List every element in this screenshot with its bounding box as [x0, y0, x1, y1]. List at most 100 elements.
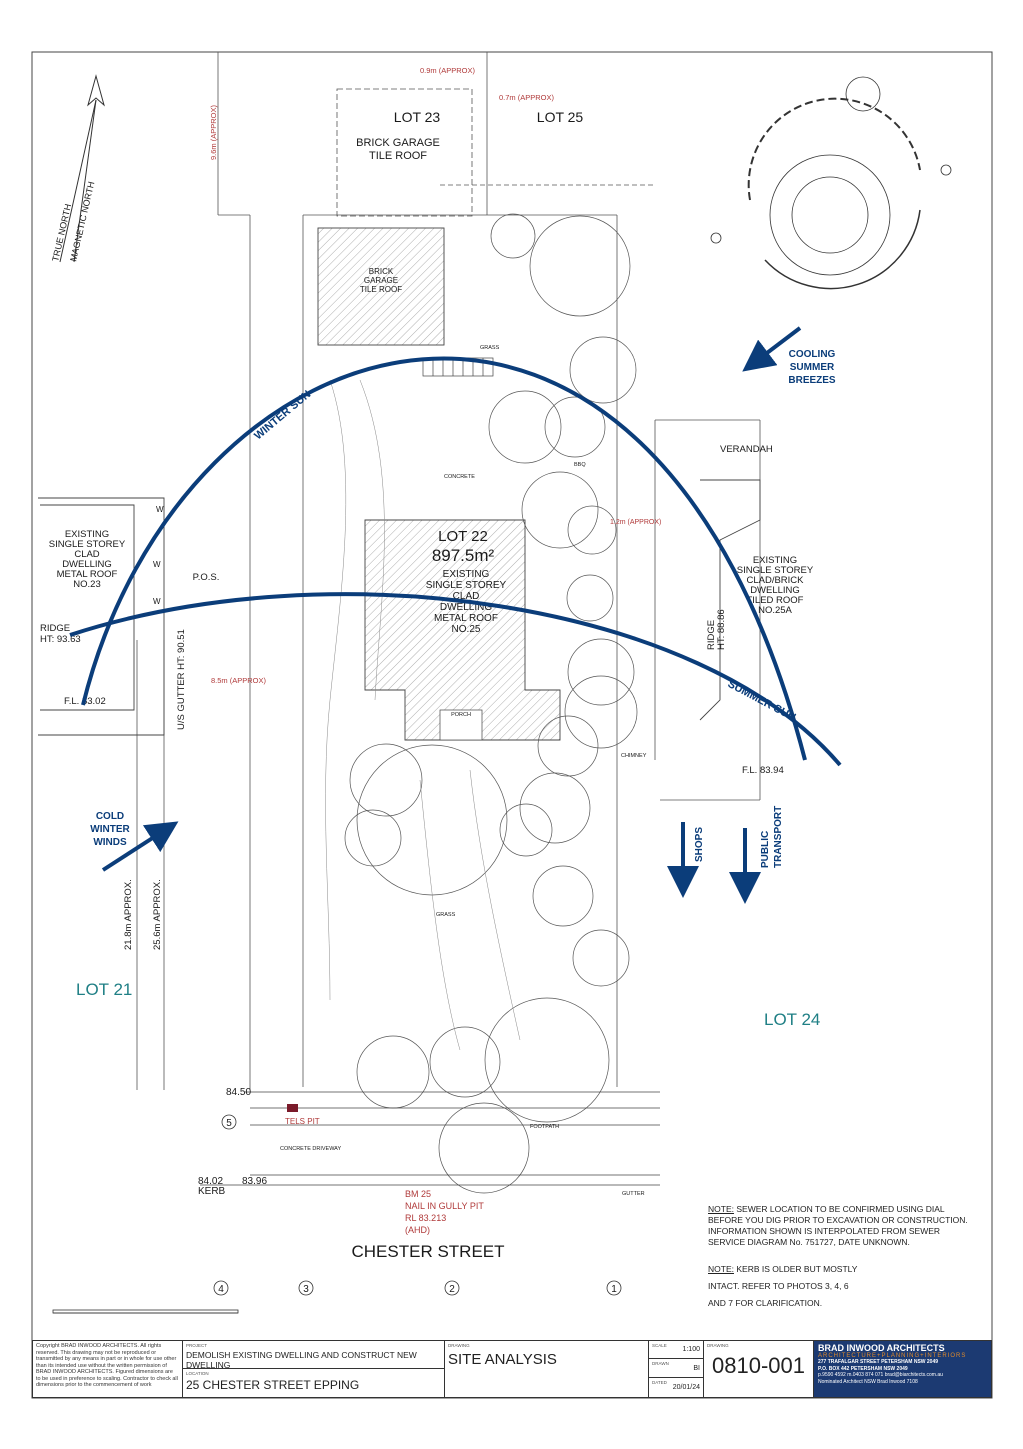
right-house-line6: NO.25A	[758, 605, 792, 616]
svg-text:W: W	[156, 505, 164, 514]
firm-address1: 277 TRAFALGAR STREET PETERSHAM NSW 2049	[818, 1359, 939, 1365]
lot23-label: LOT 23	[394, 109, 441, 125]
rl-8396: 83.96	[242, 1176, 267, 1187]
right-house-line5: TILED ROOF	[746, 595, 803, 606]
telstra-pit	[287, 1104, 298, 1112]
summer-sun-path	[69, 592, 842, 767]
lot23-garage-outline	[336, 88, 473, 217]
right-neighbour-house: VERANDAH EXISTING SINGLE STOREY CLAD/BRI…	[699, 444, 814, 776]
firm-block: BRAD INWOOD ARCHITECTS ARCHITECTURE+PLAN…	[814, 1341, 991, 1397]
left-house-line5: METAL ROOF	[57, 569, 118, 580]
bbq-label: BBQ	[574, 462, 586, 468]
right-ridge-ht: HT: 88.86	[716, 609, 727, 650]
grid-marker-4: 4	[218, 1284, 224, 1295]
dim-9-6m: 9.6m (APPROX)	[209, 104, 218, 160]
concrete-label: CONCRETE	[444, 474, 475, 480]
cooling-line2: SUMMER	[790, 362, 835, 373]
drawing-title-cell: DRAWING SITE ANALYSIS	[445, 1341, 649, 1397]
gutter-label: GUTTER	[622, 1191, 645, 1197]
street-kerb	[200, 1091, 660, 1186]
cold-line2: WINTER	[90, 824, 130, 835]
note2-label: NOTE:	[708, 1264, 734, 1274]
lot22-house-line5: METAL ROOF	[434, 613, 498, 624]
cooling-line1: COOLING	[789, 349, 836, 360]
project-name: DEMOLISH EXISTING DWELLING AND CONSTRUCT…	[186, 1350, 417, 1370]
right-house-line3: CLAD/BRICK	[746, 575, 804, 586]
firm-contact: p.9590 4592 m.0403 874 071 brad@biarchit…	[818, 1372, 943, 1378]
drawing-title-label: DRAWING	[448, 1343, 470, 1348]
project-label: PROJECT	[186, 1343, 208, 1348]
firm-tagline: ARCHITECTURE+PLANNING+INTERIORS	[818, 1353, 967, 1359]
right-ridge-label: RIDGE	[706, 620, 717, 650]
drawing-number: 0810-001	[712, 1353, 805, 1378]
dim-21-8m: 21.8m APPROX.	[123, 879, 134, 950]
copyright-notice: Copyright BRAD INWOOD ARCHITECTS. All ri…	[33, 1341, 183, 1397]
cold-line3: WINDS	[93, 837, 127, 848]
telstra-pit-label: TELS PIT	[285, 1117, 320, 1126]
cold-winds-arrow	[101, 821, 179, 872]
firm-address2: P.O. BOX 442 PETERSHAM NSW 2049	[818, 1365, 908, 1372]
note2-line-c: AND 7 FOR CLARIFICATION.	[708, 1298, 823, 1308]
right-house-line1: EXISTING	[753, 555, 797, 566]
winter-sun-label: WINTER SUN	[252, 388, 313, 442]
note2-line-a: KERB IS OLDER BUT MOSTLY	[736, 1264, 858, 1274]
lot23-garage-line1: BRICK GARAGE	[356, 137, 440, 149]
right-house-line4: DWELLING	[750, 585, 800, 596]
left-ridge-ht: HT: 93.63	[40, 634, 81, 645]
lot22-house-line6: NO.25	[452, 624, 481, 635]
left-house-line1: EXISTING	[65, 529, 109, 540]
right-house-line2: SINGLE STOREY	[737, 565, 814, 576]
left-house-line6: NO.23	[73, 579, 100, 590]
street-name: CHESTER STREET	[351, 1242, 504, 1261]
cooling-breeze-arrow	[742, 326, 802, 372]
bm-line1: BM 25	[405, 1189, 431, 1199]
porch-label: PORCH	[451, 712, 471, 718]
title-block: Copyright BRAD INWOOD ARCHITECTS. All ri…	[32, 1340, 992, 1398]
lot21-label: LOT 21	[76, 980, 132, 999]
drawing-number-cell: DRAWING 0810-001	[704, 1341, 814, 1397]
lot25-label: LOT 25	[537, 109, 584, 125]
dim-1-2m: 1.2m (APPROX)	[610, 519, 661, 526]
drawn-label: DRAWN	[652, 1361, 669, 1366]
lot22-house-line4: DWELLING	[440, 602, 492, 613]
lot22-label: LOT 22	[438, 528, 488, 545]
lot23-garage-line2: TILE ROOF	[369, 150, 427, 162]
cold-line1: COLD	[96, 811, 124, 822]
chimney-label: CHIMNEY	[621, 753, 647, 759]
svg-text:W: W	[153, 597, 161, 606]
dated-value: 20/01/24	[672, 1384, 700, 1391]
dim-8-5m: 8.5m (APPROX)	[211, 676, 267, 685]
site-garage-line1: BRICK	[369, 267, 394, 276]
sun-diagram	[710, 76, 952, 290]
grid-marker-2: 2	[449, 1284, 455, 1295]
boundary-lines	[136, 52, 761, 1090]
firm-nominated: Nominated Architect NSW Brad Inwood 7108	[818, 1378, 918, 1385]
footpath-label: FOOTPATH	[530, 1124, 559, 1130]
winter-sun-path	[81, 356, 807, 761]
scale-bar	[52, 1309, 239, 1314]
trees	[344, 213, 638, 1194]
grid-marker-1: 1	[611, 1284, 617, 1295]
note2-line-b: INTACT. REFER TO PHOTOS 3, 4, 6	[708, 1281, 849, 1291]
site-garage-line2: GARAGE	[364, 276, 398, 285]
drawing-notes: NOTE: SEWER LOCATION TO BE CONFIRMED USI…	[708, 1204, 968, 1315]
left-house-line3: CLAD	[74, 549, 99, 560]
lot22-house-line3: CLAD	[453, 591, 480, 602]
magnetic-north-label: MAGNETIC NORTH	[68, 180, 96, 262]
porch	[439, 709, 483, 741]
project-location-cell: PROJECT DEMOLISH EXISTING DWELLING AND C…	[183, 1341, 445, 1397]
bm-line3: RL 83.213	[405, 1213, 446, 1223]
grid-marker-3: 3	[303, 1284, 309, 1295]
right-fl-label: F.L. 83.94	[742, 765, 784, 776]
drawing-number-label: DRAWING	[707, 1343, 729, 1348]
location-label: LOCATION	[186, 1371, 209, 1376]
cooling-line3: BREEZES	[788, 375, 836, 386]
contours	[325, 379, 521, 1051]
lot22-house-line1: EXISTING	[443, 569, 490, 580]
bm-line4: (AHD)	[405, 1225, 430, 1235]
drawing-title: SITE ANALYSIS	[448, 1351, 557, 1368]
scale-value: 1:100	[682, 1346, 700, 1353]
drawn-value: BI	[693, 1365, 700, 1372]
left-gutter-label: U/S GUTTER HT: 90.51	[176, 629, 187, 730]
